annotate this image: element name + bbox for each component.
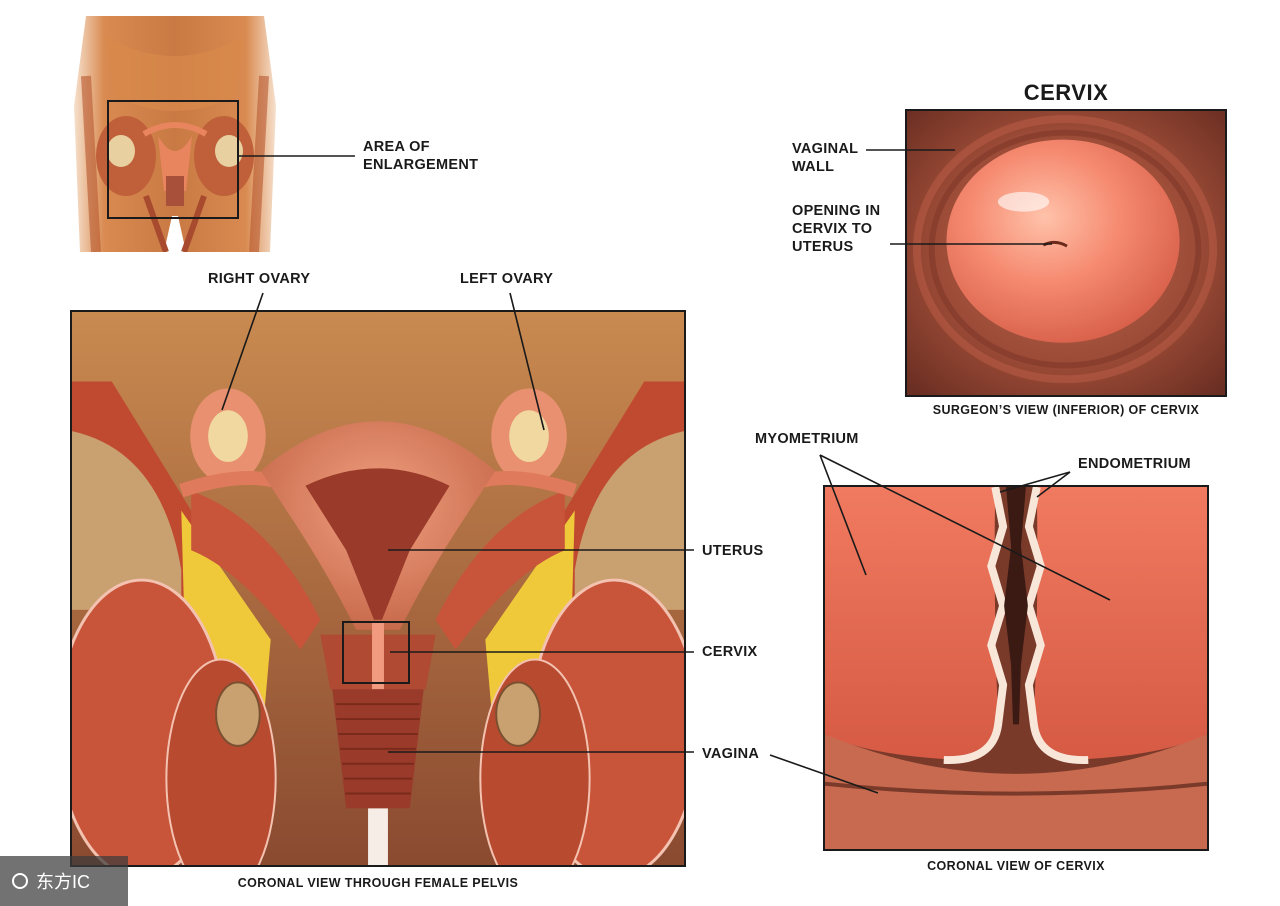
label-left-ovary: LEFT OVARY [460, 271, 554, 287]
caption-main: CORONAL VIEW THROUGH FEMALE PELVIS [237, 876, 519, 890]
label-opening-in-cervix: OPENING IN CERVIX TO UTERUS [792, 203, 881, 255]
enlargement-box [107, 100, 239, 219]
caption-surgeon: SURGEON’S VIEW (INFERIOR) OF CERVIX [932, 403, 1200, 417]
label-endometrium: ENDOMETRIUM [1078, 456, 1191, 472]
torso-thumbnail [66, 16, 284, 252]
label-vagina: VAGINA [702, 746, 760, 762]
caption-coronal-cervix: CORONAL VIEW OF CERVIX [927, 859, 1105, 873]
label-right-ovary: RIGHT OVARY [208, 271, 311, 287]
coronal-cervix-panel [823, 485, 1209, 851]
label-vaginal-wall: VAGINAL WALL [792, 141, 859, 175]
main-coronal-panel [70, 310, 686, 867]
label-area-of-enlargement: AREA OF ENLARGEMENT [363, 139, 479, 173]
label-myometrium: MYOMETRIUM [755, 431, 859, 447]
cervix-highlight-box [342, 621, 410, 684]
watermark: 东方IC [0, 856, 128, 906]
watermark-text: 东方IC [36, 872, 90, 892]
cervix-title: CERVIX [1023, 80, 1109, 105]
surgeon-view-panel [905, 109, 1227, 397]
label-uterus: UTERUS [702, 543, 764, 559]
label-cervix: CERVIX [702, 644, 758, 660]
camera-circle-icon [12, 873, 28, 889]
